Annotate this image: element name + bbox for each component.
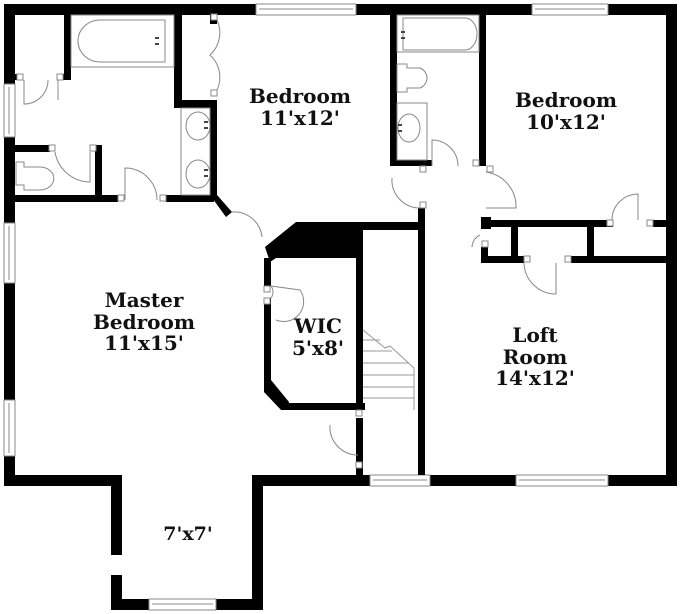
bathtub-icon [77, 19, 166, 63]
room-name: Bedroom [249, 84, 351, 108]
staircase [362, 329, 415, 410]
room-label-master-bedroom: Master Bedroom 11'x15' [82, 288, 206, 356]
toilet-icon [15, 161, 55, 191]
interior-walls [15, 4, 666, 475]
room-name: Bedroom [515, 88, 617, 112]
room-label-bedroom-3: Bedroom 10'x12' [508, 88, 624, 134]
room-name-line1: Master [104, 288, 184, 312]
room-dimensions: 11'x15' [104, 331, 184, 356]
sink-icon [397, 113, 421, 143]
door-jambs [16, 13, 654, 469]
room-name-line2: Bedroom [93, 309, 195, 334]
room-dimensions: 7'x7' [163, 523, 213, 545]
room-label-loft-room: Loft Room 14'x12' [480, 323, 590, 391]
faucets [155, 31, 405, 177]
room-label-sitting-area: 7'x7' [148, 524, 228, 545]
room-label-wic: WIC 5'x8' [282, 314, 354, 360]
room-name-line2: Room [502, 344, 568, 369]
room-dimensions: 5'x8' [291, 335, 344, 360]
room-dimensions: 10'x12' [526, 109, 606, 134]
fixtures [15, 14, 480, 410]
exterior-walls [4, 4, 677, 610]
doors [23, 19, 639, 456]
room-name-line1: Loft [512, 323, 558, 347]
room-label-bedroom-2: Bedroom 11'x12' [238, 84, 362, 130]
room-dimensions: 14'x12' [495, 366, 575, 391]
bathtub-icon [402, 17, 478, 51]
room-dimensions: 11'x12' [260, 105, 340, 130]
windows [3, 3, 609, 611]
toilet-icon [396, 63, 428, 93]
sink-icon [185, 159, 211, 189]
sink-icon [185, 111, 211, 141]
room-name: WIC [294, 314, 342, 338]
